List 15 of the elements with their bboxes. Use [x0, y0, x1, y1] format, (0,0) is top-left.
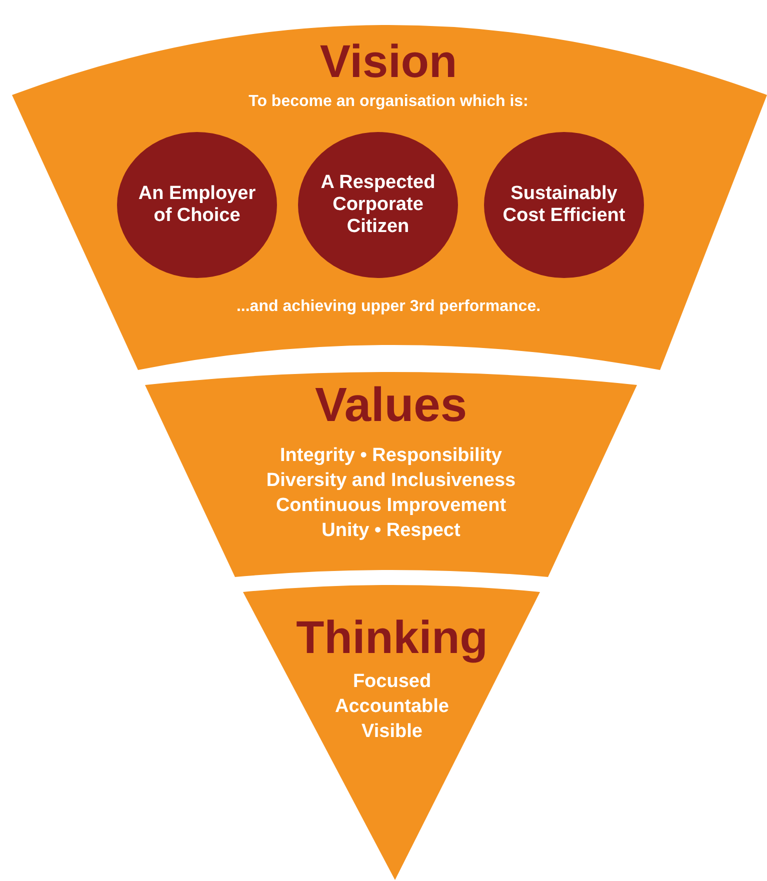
subtitle-text: To become an organisation which is:: [248, 93, 528, 111]
value-item: Integrity • Responsibility: [280, 446, 502, 467]
value-item: Continuous Improvement: [276, 496, 506, 517]
thinking-item: Focused: [352, 672, 432, 693]
value-item: Diversity and Inclusiveness: [266, 471, 516, 492]
circle-label: Sustainably Cost Efficient: [502, 183, 626, 227]
circle-label: An Employer of Choice: [137, 183, 257, 227]
value-item: Unity • Respect: [322, 521, 460, 542]
circle-label: A Respected Corporate Citizen: [320, 172, 436, 238]
segment-title: Thinking: [296, 612, 488, 663]
segment-title: Values: [314, 380, 468, 433]
thinking-item: Accountable: [334, 697, 450, 718]
thinking-item: Visible: [362, 722, 422, 743]
segment-title: Vision: [320, 36, 458, 87]
footer-text: ...and achieving upper 3rd performance.: [236, 298, 541, 316]
